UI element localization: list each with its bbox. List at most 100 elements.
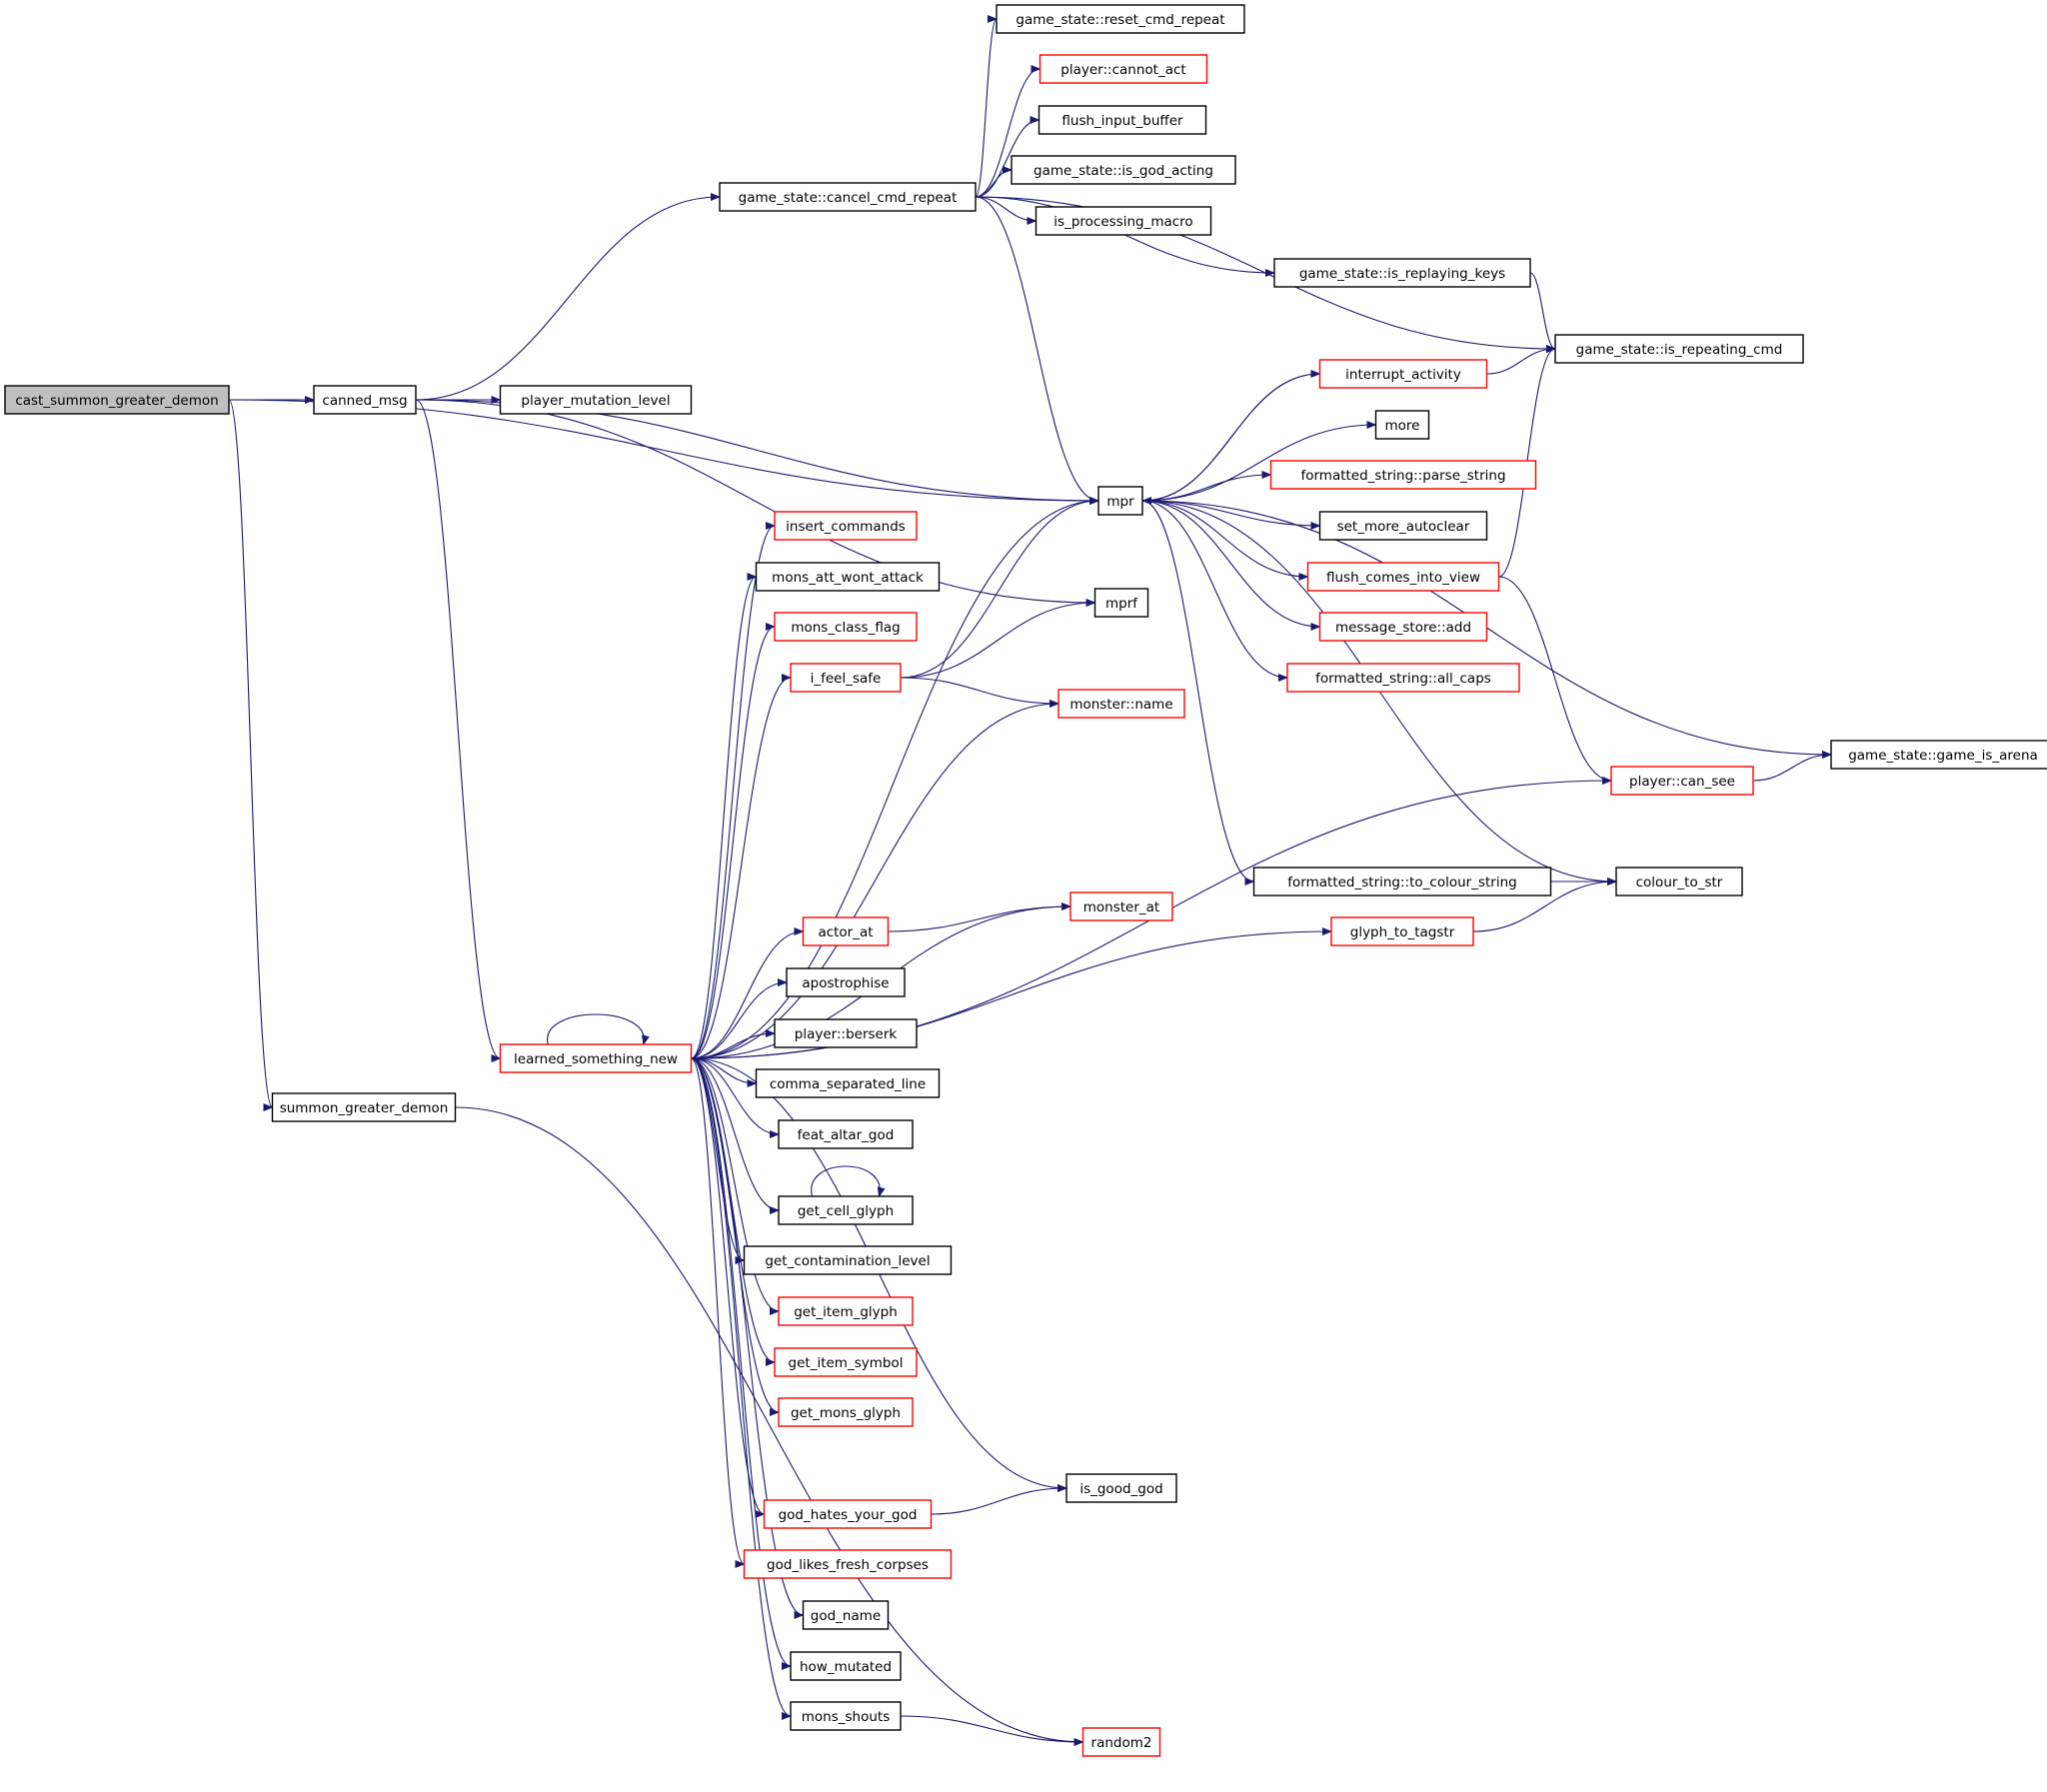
node-box[interactable] [786,967,906,997]
node-box[interactable] [1011,155,1236,185]
node-glyph-to-tagstr[interactable]: glyph_to_tagstr [1330,916,1474,946]
node-box[interactable] [1093,588,1149,618]
node-box[interactable] [802,916,890,946]
node-box[interactable] [1374,410,1430,440]
node-i-feel-safe[interactable]: i_feel_safe [790,663,902,693]
node-box[interactable] [4,385,230,415]
node-mpr[interactable]: mpr [1097,486,1143,516]
node-box[interactable] [774,511,918,541]
node-box[interactable] [774,612,918,642]
node-mons-class-flag[interactable]: mons_class_flag [774,612,918,642]
node-box[interactable] [802,1600,890,1630]
node-more[interactable]: more [1374,410,1430,440]
node-cast-summon-greater-demon[interactable]: cast_summon_greater_demon [4,385,230,415]
node-get-cell-glyph[interactable]: get_cell_glyph [778,1195,914,1225]
node-box[interactable] [1554,334,1804,364]
node-colour-to-str[interactable]: colour_to_str [1615,867,1743,896]
node-random2[interactable]: random2 [1081,1727,1161,1757]
node-is-replaying-keys[interactable]: game_state::is_replaying_keys [1273,258,1531,288]
node-is-god-acting[interactable]: game_state::is_god_acting [1011,155,1236,185]
node-berserk[interactable]: player::berserk [774,1018,918,1048]
node-box[interactable] [1615,867,1743,896]
node-canned-msg[interactable]: canned_msg [313,385,417,415]
node-can-see[interactable]: player::can_see [1610,766,1754,796]
node-flush-comes-into-view[interactable]: flush_comes_into_view [1306,562,1500,592]
node-cannot-act[interactable]: player::cannot_act [1038,54,1208,84]
node-box[interactable] [755,562,941,592]
node-box[interactable] [1318,511,1488,541]
node-god-likes-fresh-corpses[interactable]: god_likes_fresh_corpses [743,1549,953,1579]
node-interrupt-activity[interactable]: interrupt_activity [1318,359,1488,389]
node-box[interactable] [996,4,1245,34]
node-box[interactable] [778,1119,914,1149]
node-insert-commands[interactable]: insert_commands [774,511,918,541]
node-mons-shouts[interactable]: mons_shouts [790,1701,902,1731]
node-box[interactable] [1610,766,1754,796]
node-is-good-god[interactable]: is_good_god [1065,1473,1177,1503]
node-box[interactable] [1065,1473,1177,1503]
node-parse-string[interactable]: formatted_string::parse_string [1269,460,1537,490]
node-mons-att-wont-attack[interactable]: mons_att_wont_attack [755,562,941,592]
node-monster-name[interactable]: monster::name [1057,689,1185,719]
node-get-item-symbol[interactable]: get_item_symbol [774,1347,918,1377]
node-box[interactable] [790,1701,902,1731]
node-is-processing-macro[interactable]: is_processing_macro [1034,206,1212,236]
node-cancel-cmd-repeat[interactable]: game_state::cancel_cmd_repeat [719,182,977,212]
node-box[interactable] [1273,258,1531,288]
node-box[interactable] [790,1651,902,1681]
node-box[interactable] [774,1018,918,1048]
node-box[interactable] [1097,486,1143,516]
node-box[interactable] [499,1043,693,1073]
node-box[interactable] [1286,663,1520,693]
node-apostrophise[interactable]: apostrophise [786,967,906,997]
node-box[interactable] [743,1549,953,1579]
node-comma-separated-line[interactable]: comma_separated_line [755,1068,941,1098]
node-god-hates-your-god[interactable]: god_hates_your_god [763,1499,933,1529]
node-all-caps[interactable]: formatted_string::all_caps [1286,663,1520,693]
node-player-mutation-level[interactable]: player_mutation_level [499,385,693,415]
node-how-mutated[interactable]: how_mutated [790,1651,902,1681]
node-get-item-glyph[interactable]: get_item_glyph [778,1296,914,1326]
node-box[interactable] [1830,740,2047,770]
node-game-is-arena[interactable]: game_state::game_is_arena [1830,740,2047,770]
node-box[interactable] [1269,460,1537,490]
node-box[interactable] [1252,867,1552,896]
node-box[interactable] [1318,612,1488,642]
node-feat-altar-god[interactable]: feat_altar_god [778,1119,914,1149]
node-box[interactable] [271,1092,457,1122]
node-summon-greater-demon[interactable]: summon_greater_demon [271,1092,457,1122]
node-box[interactable] [755,1068,941,1098]
node-box[interactable] [1081,1727,1161,1757]
node-box[interactable] [719,182,977,212]
node-mprf[interactable]: mprf [1093,588,1149,618]
node-flush-input-buffer[interactable]: flush_input_buffer [1037,105,1207,135]
node-box[interactable] [1034,206,1212,236]
node-to-colour-string[interactable]: formatted_string::to_colour_string [1252,867,1552,896]
node-box[interactable] [1318,359,1488,389]
node-box[interactable] [1306,562,1500,592]
node-box[interactable] [774,1347,918,1377]
node-learned-something-new[interactable]: learned_something_new [499,1043,693,1073]
node-box[interactable] [778,1195,914,1225]
node-box[interactable] [313,385,417,415]
node-box[interactable] [499,385,693,415]
node-is-repeating-cmd[interactable]: game_state::is_repeating_cmd [1554,334,1804,364]
node-box[interactable] [1057,689,1185,719]
node-box[interactable] [1069,892,1173,921]
node-actor-at[interactable]: actor_at [802,916,890,946]
node-reset-cmd-repeat[interactable]: game_state::reset_cmd_repeat [996,4,1245,34]
node-get-mons-glyph[interactable]: get_mons_glyph [778,1397,914,1427]
node-box[interactable] [790,663,902,693]
node-monster-at[interactable]: monster_at [1069,892,1173,921]
node-box[interactable] [743,1245,953,1275]
node-box[interactable] [1038,54,1208,84]
node-set-more-autoclear[interactable]: set_more_autoclear [1318,511,1488,541]
node-box[interactable] [1330,916,1474,946]
node-god-name[interactable]: god_name [802,1600,890,1630]
node-message-store-add[interactable]: message_store::add [1318,612,1488,642]
node-box[interactable] [763,1499,933,1529]
node-get-contamination-level[interactable]: get_contamination_level [743,1245,953,1275]
node-box[interactable] [778,1397,914,1427]
node-box[interactable] [778,1296,914,1326]
node-box[interactable] [1037,105,1207,135]
